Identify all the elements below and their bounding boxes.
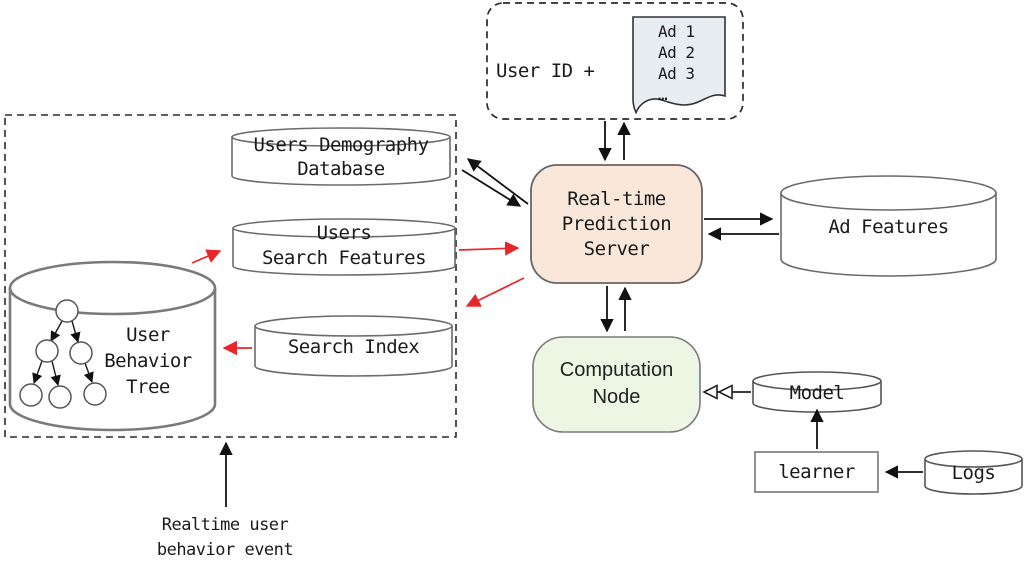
arrow-tree-to-searchfeatures	[191, 249, 222, 264]
arrow-searchfeatures-to-rps	[458, 241, 520, 256]
users-demography-db-label: Users Demography Database	[253, 134, 429, 180]
arrow-rps-to-searchindex	[465, 277, 525, 307]
user-data-dashed-container	[4, 114, 457, 438]
arrow-model-to-computation	[702, 384, 751, 400]
black-arrows	[219, 121, 923, 507]
ad-features-label: Ad Features	[828, 216, 949, 238]
search-index-label: Search Index	[287, 336, 420, 358]
computation-node-label: Computation Node	[559, 359, 674, 408]
learner-label: learner	[778, 461, 855, 483]
ad-list-document-shape	[632, 16, 726, 115]
red-arrows	[191, 241, 525, 356]
user-id-label: User ID +	[496, 60, 595, 82]
logs-label: Logs	[951, 462, 996, 484]
model-label: Model	[789, 382, 845, 404]
users-search-features-label: Users Search Features	[261, 222, 427, 269]
user-behavior-tree-label: User Behavior Tree	[104, 324, 192, 398]
users-demography-db-cylinder	[231, 127, 451, 186]
model-cylinder	[752, 371, 882, 413]
arrow-demography-to-rps	[461, 169, 522, 207]
behavior-tree-glyph	[19, 299, 107, 409]
search-index-cylinder	[254, 315, 453, 377]
rps-label: Real-time Prediction Server	[561, 188, 672, 260]
arrow-rps-to-demography	[466, 158, 529, 205]
ad-list-text: Ad 1 Ad 2 Ad 3 …	[658, 22, 695, 104]
logs-cylinder	[924, 450, 1023, 495]
users-search-features-cylinder	[232, 218, 456, 276]
rps-node-shape	[530, 164, 703, 284]
computation-node-shape	[532, 336, 701, 433]
ad-features-cylinder	[780, 175, 997, 277]
learner-box-shape	[754, 451, 879, 493]
realtime-event-annotation: Realtime user behavior event	[156, 515, 294, 560]
